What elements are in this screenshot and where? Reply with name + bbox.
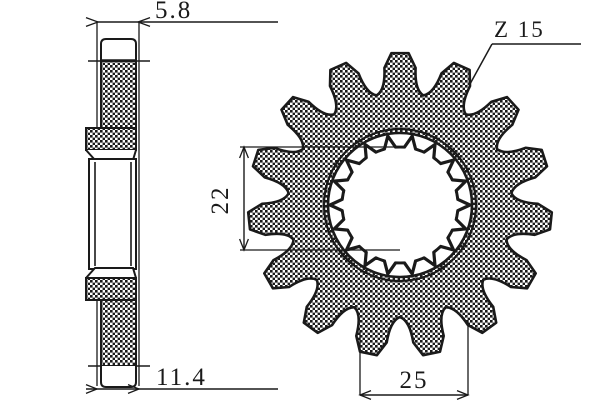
- side-view-lower-rim-hatch: [100, 299, 137, 367]
- dimension-11-4-label: 11.4: [156, 364, 207, 391]
- side-view-lower-chamfer: [85, 267, 137, 279]
- dimension-5-8-left-arrowhead: [85, 16, 100, 28]
- side-view-bottom-tooth-cap: [100, 366, 137, 388]
- note-tooth-count: Z 15: [469, 17, 581, 85]
- dimension-25-label: 25: [400, 367, 429, 394]
- dimension-25-right-arrowhead: [456, 389, 470, 401]
- side-view-hub-barrel: [88, 158, 137, 270]
- dimension-22: 22: [207, 145, 400, 252]
- dimension-22-label: 22: [207, 186, 234, 215]
- sprocket-body: [246, 51, 554, 357]
- dimension-5-8-right-arrowhead: [136, 16, 151, 28]
- side-view-lower-web-step: [85, 277, 137, 301]
- side-section-view: [85, 22, 150, 388]
- dimension-11-4: 11.4: [85, 364, 278, 395]
- dimension-25-left-arrowhead: [358, 389, 372, 401]
- front-view: [246, 51, 554, 357]
- note-tooth-count-label: Z 15: [494, 17, 545, 42]
- note-leader-diagonal: [469, 43, 493, 85]
- dimension-5-8: 5.8: [85, 0, 278, 28]
- dimension-11-4-left-arrowhead: [85, 383, 99, 395]
- sprocket-relief-circle: [322, 127, 478, 283]
- dimension-22-bottom-arrowhead: [238, 238, 250, 252]
- side-view-top-tooth-cap: [100, 38, 137, 60]
- dimension-22-top-arrowhead: [238, 145, 250, 159]
- side-view-upper-rim-hatch: [100, 60, 137, 129]
- dimension-25: 25: [358, 320, 470, 401]
- sprocket-bore-opening: [343, 148, 457, 262]
- dimension-11-4-right-arrowhead: [127, 383, 141, 395]
- dimension-5-8-label: 5.8: [155, 0, 192, 24]
- side-view-upper-web-step: [85, 127, 137, 151]
